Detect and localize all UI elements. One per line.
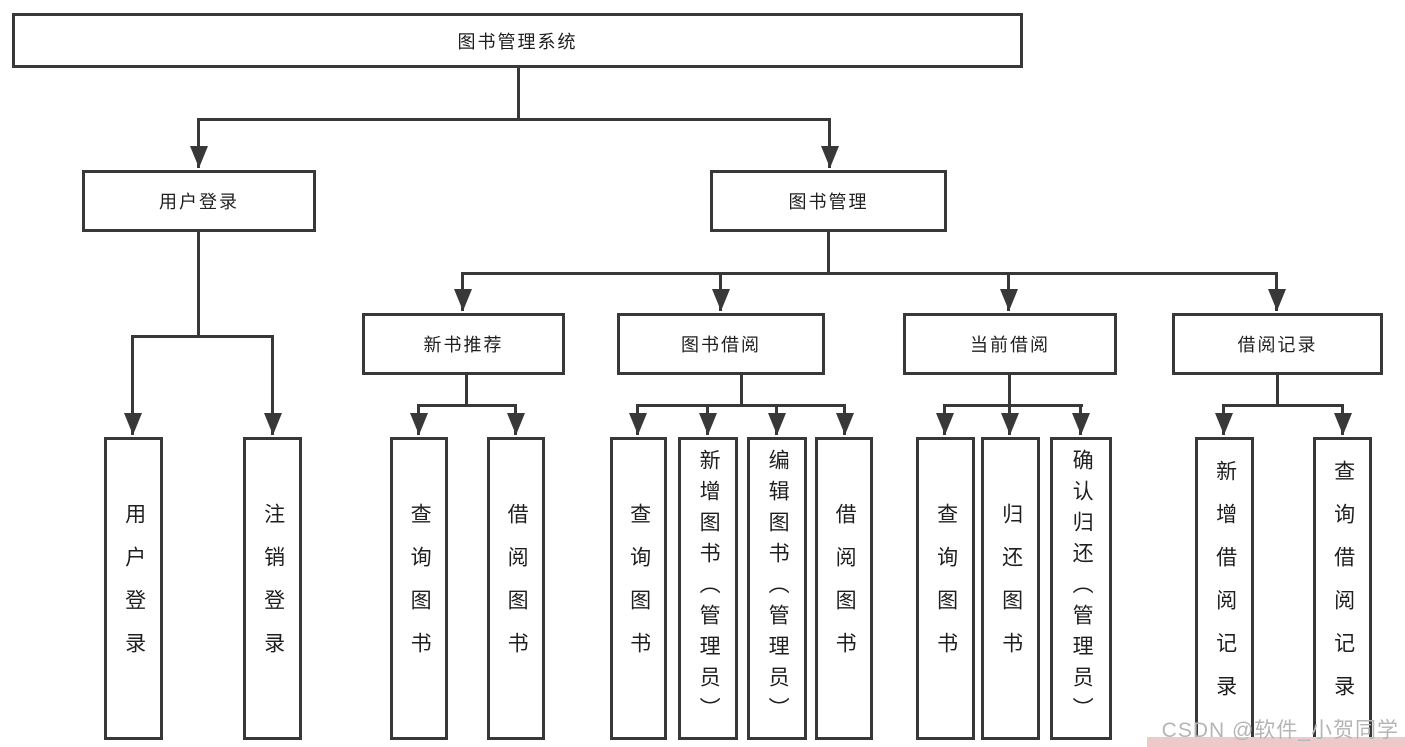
leaf-return-books-label: 归还图书 — [999, 502, 1023, 675]
connector-arrow — [636, 404, 639, 435]
node-new-book-recommend-label: 新书推荐 — [423, 335, 504, 355]
connector-line — [465, 375, 468, 404]
connector-arrow — [1275, 272, 1278, 311]
leaf-query-borrow-records: 查询借阅记录 — [1313, 437, 1372, 740]
leaf-borrow-books: 借阅图书 — [815, 437, 873, 740]
leaf-user-login: 用户登录 — [104, 437, 163, 740]
connector-line — [417, 404, 517, 407]
leaf-add-borrow-record: 新增借阅记录 — [1195, 437, 1254, 740]
watermark: CSDN @软件_小贺同学 — [1161, 719, 1399, 742]
watermark-strip — [1147, 737, 1405, 747]
leaf-current-query-books: 查询图书 — [916, 437, 975, 740]
connector-line — [461, 272, 1278, 275]
connector-arrow — [1008, 404, 1011, 435]
leaf-current-query-books-label: 查询图书 — [934, 502, 958, 675]
leaf-recommend-borrow-books: 借阅图书 — [487, 437, 545, 740]
connector-line — [943, 404, 1083, 407]
node-book-borrow: 图书借阅 — [617, 313, 825, 375]
connector-line — [517, 68, 520, 118]
connector-arrow — [514, 404, 517, 435]
connector-arrow — [417, 404, 420, 435]
node-current-borrow: 当前借阅 — [903, 313, 1117, 375]
leaf-borrow-query-books: 查询图书 — [610, 437, 667, 740]
node-current-borrow-label: 当前借阅 — [970, 335, 1050, 355]
connector-line — [827, 232, 830, 272]
leaf-user-login-label: 用户登录 — [122, 502, 146, 675]
connector-arrow — [1222, 404, 1225, 435]
node-root-label: 图书管理系统 — [457, 31, 578, 52]
connector-arrow — [775, 404, 778, 435]
leaf-add-book-admin: 新增图书（管理员） — [678, 437, 738, 740]
node-user-login: 用户登录 — [82, 170, 316, 232]
connector-arrow — [271, 335, 274, 435]
node-user-login-label: 用户登录 — [159, 192, 239, 212]
leaf-edit-book-admin-label: 编辑图书（管理员） — [766, 449, 790, 728]
connector-line — [1276, 375, 1279, 404]
connector-line — [636, 404, 846, 407]
leaf-logout-label: 注销登录 — [261, 502, 285, 675]
connector-line — [197, 118, 831, 121]
connector-arrow — [828, 118, 831, 168]
node-book-management: 图书管理 — [710, 170, 947, 232]
node-root: 图书管理系统 — [12, 13, 1023, 68]
node-book-borrow-label: 图书借阅 — [681, 335, 761, 355]
leaf-add-book-admin-label: 新增图书（管理员） — [697, 449, 721, 728]
connector-arrow — [1341, 404, 1344, 435]
connector-arrow — [843, 404, 846, 435]
connector-arrow — [719, 272, 722, 311]
node-new-book-recommend: 新书推荐 — [362, 313, 565, 375]
connector-arrow — [197, 118, 200, 168]
leaf-return-books: 归还图书 — [981, 437, 1040, 740]
leaf-logout: 注销登录 — [243, 437, 302, 740]
leaf-add-borrow-record-label: 新增借阅记录 — [1213, 459, 1237, 718]
leaf-confirm-return-admin: 确认归还（管理员） — [1050, 437, 1112, 740]
connector-arrow — [943, 404, 946, 435]
leaf-recommend-query-books-label: 查询图书 — [408, 502, 432, 675]
connector-line — [197, 232, 200, 335]
leaf-confirm-return-admin-label: 确认归还（管理员） — [1070, 449, 1094, 728]
leaf-borrow-query-books-label: 查询图书 — [627, 502, 651, 675]
connector-arrow — [1007, 272, 1010, 311]
leaf-edit-book-admin: 编辑图书（管理员） — [747, 437, 807, 740]
leaf-recommend-query-books: 查询图书 — [390, 437, 448, 740]
connector-arrow — [1079, 404, 1082, 435]
node-borrow-records-label: 借阅记录 — [1237, 335, 1318, 355]
node-borrow-records: 借阅记录 — [1172, 313, 1383, 375]
connector-line — [131, 335, 274, 338]
connector-arrow — [461, 272, 464, 311]
leaf-query-borrow-records-label: 查询借阅记录 — [1331, 459, 1355, 718]
connector-line — [1008, 375, 1011, 404]
leaf-recommend-borrow-books-label: 借阅图书 — [505, 502, 529, 675]
connector-arrow — [131, 335, 134, 435]
connector-line — [740, 375, 743, 404]
node-book-management-label: 图书管理 — [788, 192, 869, 212]
leaf-borrow-books-label: 借阅图书 — [833, 502, 857, 675]
connector-arrow — [706, 404, 709, 435]
connector-line — [1222, 404, 1344, 407]
